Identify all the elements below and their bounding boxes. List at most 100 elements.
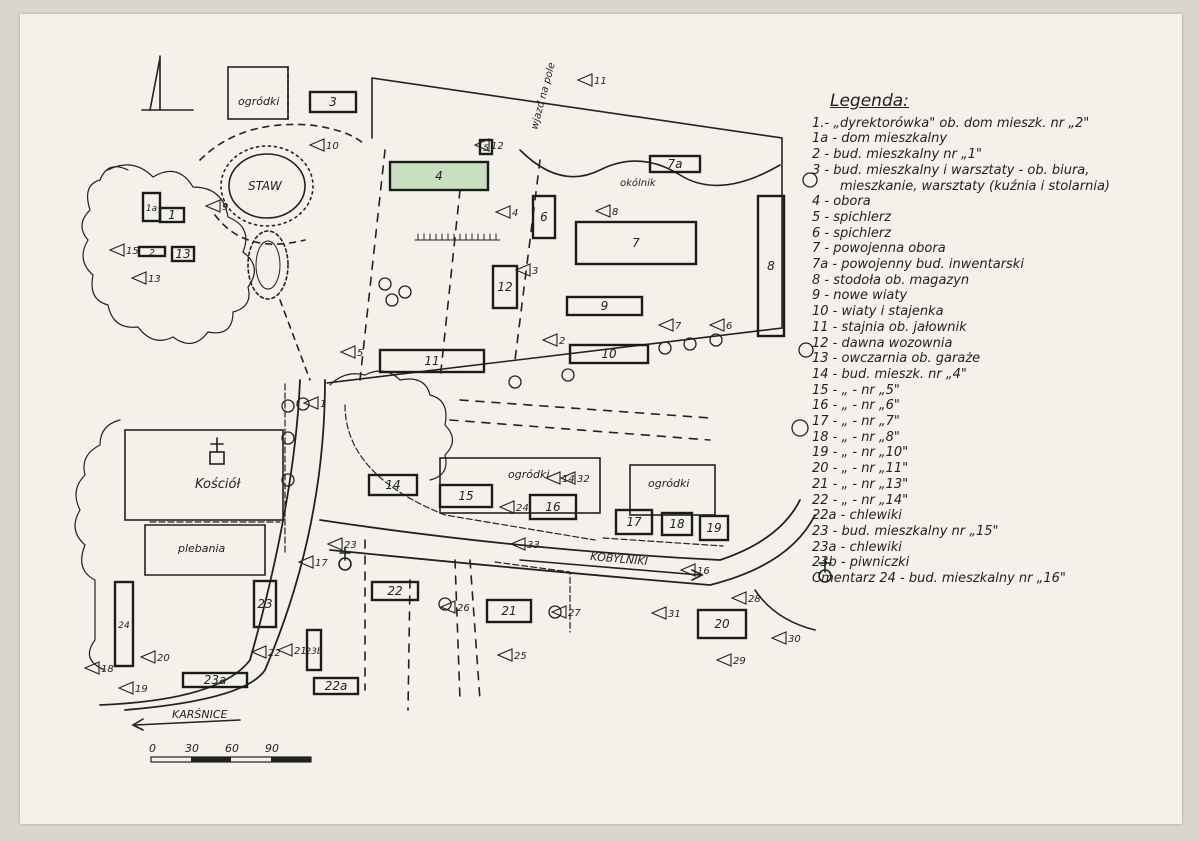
building-6-outline: [531, 194, 557, 240]
viewpoint-10-arrow-icon: [308, 138, 325, 152]
building-1a-outline: [141, 191, 162, 223]
viewpoint-33-label: 33: [527, 540, 540, 551]
tree-mass-west: [81, 164, 255, 344]
building-23a-outline: [181, 671, 249, 689]
viewpoint-27-arrow-icon: [550, 605, 567, 619]
viewpoint-29-arrow-icon: [715, 653, 732, 667]
building-6: 6: [531, 194, 557, 240]
garden-right: [629, 464, 716, 516]
church-area: Kościół plebania: [124, 429, 284, 576]
track-4: [449, 419, 711, 441]
building-7a: 7a: [648, 154, 702, 174]
legend-item: 14 - bud. mieszk. nr „4": [812, 366, 967, 382]
building-12-outline: [491, 264, 519, 310]
building-11-outline: [378, 348, 486, 374]
viewpoint-28-label: 28: [748, 594, 761, 605]
viewpoint-24-label: 24: [516, 503, 529, 514]
building-23: 23: [252, 579, 278, 629]
legend-item: 12 - dawna wozownia: [812, 335, 953, 351]
viewpoint-29: 29: [715, 653, 746, 667]
viewpoint-20-label: 20: [157, 653, 170, 664]
building-23b: 23b: [305, 628, 323, 672]
viewpoint-4-arrow-icon: [494, 205, 511, 219]
viewpoint-5-arrow-icon: [339, 345, 356, 359]
viewpoint-31: 31: [650, 606, 681, 620]
building-6-label: 6: [540, 210, 548, 224]
legend-item: 4 - obora: [812, 194, 871, 210]
label-wjazd: wjazd na pole: [529, 61, 557, 130]
viewpoint-33-arrow-icon: [509, 537, 526, 551]
legend-item: 1.- „dyrektorówka" ob. dom mieszk. nr „2…: [812, 115, 1090, 131]
legend-item: 6 - spichlerz: [812, 225, 892, 241]
viewpoint-16-label: 16: [697, 566, 710, 577]
viewpoint-20-arrow-icon: [139, 650, 156, 664]
track-1: [359, 149, 386, 381]
building-17: 17: [614, 508, 654, 536]
building-18-outline: [660, 511, 694, 537]
viewpoint-8-label: 8: [612, 207, 618, 218]
viewpoint-13-arrow-icon: [130, 271, 147, 285]
viewpoint-25-arrow-icon: [496, 648, 513, 662]
track-south-3: [454, 559, 461, 701]
label-kobylniki: KOBYLNIKI: [590, 550, 649, 568]
building-18: 18: [660, 511, 694, 537]
building-24-outline: [113, 580, 135, 668]
building-23-label: 23: [257, 597, 272, 611]
building-16: 16: [528, 493, 578, 521]
legend-item: 9 - nowe wiaty: [812, 288, 908, 304]
viewpoint-31-label: 31: [668, 609, 681, 620]
building-22a-outline: [312, 676, 360, 696]
viewpoint-25: 25: [496, 648, 527, 662]
viewpoint-3-arrow-icon: [514, 263, 531, 277]
track-south-4: [469, 559, 481, 701]
legend-item: 21 - „ - nr „13": [812, 476, 909, 492]
building-22a-label: 22a: [325, 679, 348, 693]
viewpoint-13: 13: [130, 271, 161, 285]
viewpoint-27-label: 27: [568, 608, 581, 619]
viewpoint-30-label: 30: [788, 634, 801, 645]
tree-circles: [281, 172, 818, 619]
building-10: 10: [568, 343, 650, 365]
legend-item: 23a - chlewiki: [812, 539, 902, 555]
scale-tick-60: 60: [225, 742, 239, 755]
legend-item: 15 - „ - nr „5": [812, 382, 900, 398]
building-7-label: 7: [632, 236, 640, 250]
viewpoint-7: 7: [657, 318, 682, 332]
building-16-label: 16: [545, 500, 561, 514]
building-1a-label: 1a: [146, 204, 157, 214]
viewpoint-28-arrow-icon: [730, 591, 747, 605]
viewpoint-5: 5: [339, 345, 363, 359]
building-7a-outline: [648, 154, 702, 174]
viewpoint-23-arrow-icon: [326, 537, 343, 551]
building-11: 11: [378, 348, 486, 374]
building-8-outline: [756, 194, 786, 338]
farmyard-boundary: [326, 77, 783, 384]
legend-item: 10 - wiaty i stajenka: [812, 304, 944, 320]
building-22a: 22a: [312, 676, 360, 696]
viewpoint-9-label: 9: [222, 202, 228, 213]
viewpoint-28: 28: [730, 591, 761, 605]
viewpoint-22: 22: [250, 645, 281, 659]
tree-mass-south: [74, 419, 121, 671]
building-2-label: 2: [149, 249, 155, 259]
north-arrow-icon: [141, 55, 194, 111]
fence-church: [149, 383, 286, 555]
building-9-label: 9: [601, 299, 609, 313]
building-1: 1: [158, 206, 186, 224]
path-pond-drive: [279, 299, 311, 381]
building-1-label: 1: [168, 208, 176, 222]
building-19-label: 19: [706, 521, 721, 535]
building-19: 19: [698, 514, 730, 542]
building-7-outline: [574, 220, 698, 266]
viewpoint-15: 15: [108, 243, 139, 257]
legend-item: 11 - stajnia ob. jałownik: [812, 319, 967, 335]
viewpoint-15-arrow-icon: [108, 243, 125, 257]
legend-item: 7a - powojenny bud. inwentarski: [812, 257, 1024, 273]
track-south-2: [407, 579, 411, 711]
viewpoint-22-arrow-icon: [250, 645, 267, 659]
viewpoint-1: 1: [302, 396, 326, 410]
viewpoint-21-arrow-icon: [276, 643, 293, 657]
viewpoint-19-label: 19: [135, 684, 148, 695]
building-21-label: 21: [501, 604, 516, 618]
